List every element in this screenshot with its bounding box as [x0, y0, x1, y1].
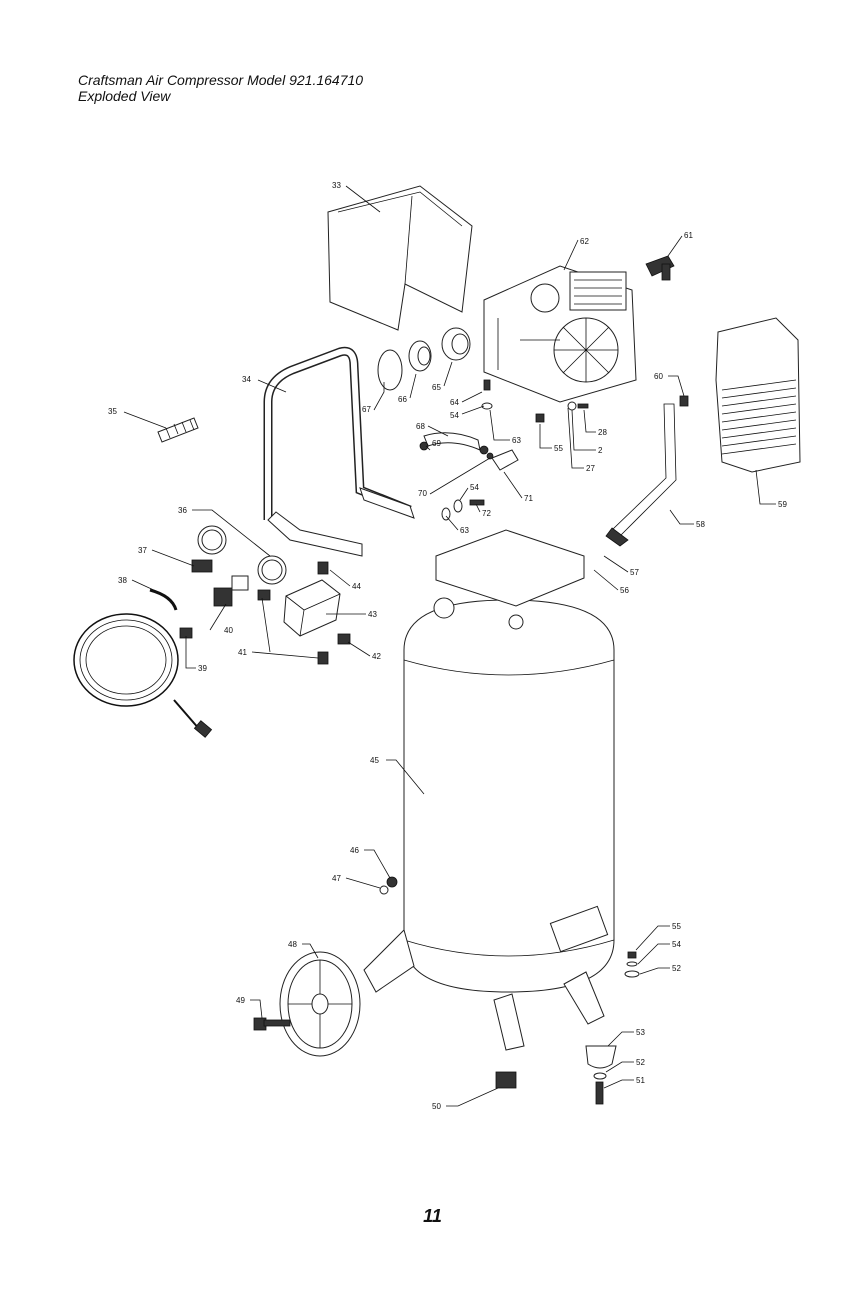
label-59: 59	[778, 500, 787, 509]
part-35-grip	[158, 418, 198, 442]
label-66: 66	[398, 395, 407, 404]
label-35: 35	[108, 407, 117, 416]
label-53: 53	[636, 1028, 645, 1037]
part-58-discharge-tube	[606, 404, 676, 546]
label-42: 42	[372, 652, 381, 661]
label-55-b: 55	[672, 922, 681, 931]
parts-46-47-drain-valve	[380, 877, 397, 894]
label-63-a: 63	[512, 436, 521, 445]
part-38-power-cord	[74, 590, 212, 737]
label-69: 69	[432, 439, 441, 448]
label-47: 47	[332, 874, 341, 883]
label-52-b: 52	[636, 1058, 645, 1067]
label-60: 60	[654, 372, 663, 381]
label-67: 67	[362, 405, 371, 414]
label-71: 71	[524, 494, 533, 503]
part-36-gauges	[198, 526, 286, 584]
label-55-a: 55	[554, 444, 563, 453]
part-45-tank	[364, 530, 614, 1050]
part-43-pressure-switch	[284, 562, 340, 636]
label-54-a: 54	[450, 411, 459, 420]
label-54-b: 54	[470, 483, 479, 492]
label-41: 41	[238, 648, 247, 657]
label-36: 36	[178, 506, 187, 515]
label-62: 62	[580, 237, 589, 246]
label-43: 43	[368, 610, 377, 619]
part-62-pump-motor	[484, 266, 636, 402]
page-number: 11	[0, 1206, 865, 1227]
part-59-shroud	[716, 318, 800, 472]
label-40: 40	[224, 626, 233, 635]
label-49: 49	[236, 996, 245, 1005]
label-34: 34	[242, 375, 251, 384]
label-44: 44	[352, 582, 361, 591]
label-50: 50	[432, 1102, 441, 1111]
part-50-elbow	[496, 1072, 516, 1088]
label-70: 70	[418, 489, 427, 498]
label-57: 57	[630, 568, 639, 577]
label-27: 27	[586, 464, 595, 473]
label-58: 58	[696, 520, 705, 529]
label-63-b: 63	[460, 526, 469, 535]
label-56: 56	[620, 586, 629, 595]
label-54-c: 54	[672, 940, 681, 949]
label-37: 37	[138, 546, 147, 555]
label-33: 33	[332, 181, 341, 190]
label-61: 61	[684, 231, 693, 240]
part-48-wheel	[280, 952, 360, 1056]
label-68: 68	[416, 422, 425, 431]
label-72: 72	[482, 509, 491, 518]
label-48: 48	[288, 940, 297, 949]
label-65: 65	[432, 383, 441, 392]
parts-65-67-pulleys	[378, 328, 470, 390]
label-51: 51	[636, 1076, 645, 1085]
label-45: 45	[370, 756, 379, 765]
label-39: 39	[198, 664, 207, 673]
label-46: 46	[350, 846, 359, 855]
label-2: 2	[598, 446, 603, 455]
part-61-elbow	[646, 256, 674, 280]
part-33-belt-guard	[328, 186, 472, 330]
part-60-screw	[680, 396, 688, 406]
label-28: 28	[598, 428, 607, 437]
label-64-a: 64	[450, 398, 459, 407]
label-52-a: 52	[672, 964, 681, 973]
label-38: 38	[118, 576, 127, 585]
